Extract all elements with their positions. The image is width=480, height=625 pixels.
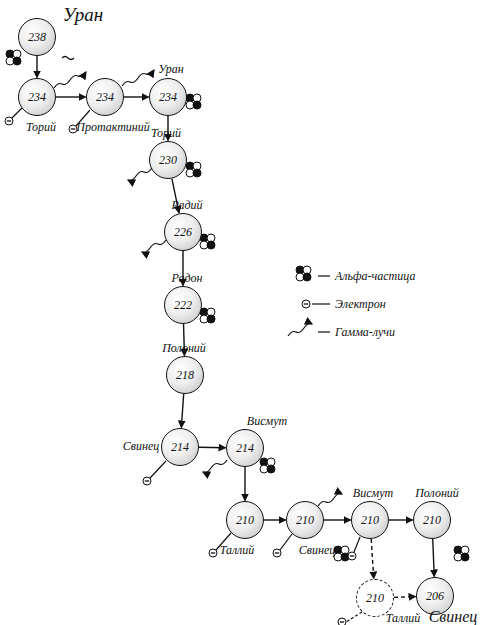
decay-arrow: [199, 447, 226, 449]
decay-arrow: [394, 596, 416, 598]
element-name: Протактиний: [76, 120, 150, 135]
isotope-circle: 210Таллий: [356, 579, 394, 617]
mass-number: 218: [167, 357, 203, 393]
isotope-circle: 234Уран: [149, 78, 187, 116]
mass-number: 230: [150, 142, 186, 178]
decay-arrow: [264, 519, 286, 520]
mass-number: 214: [227, 430, 263, 466]
element-name: Радон: [172, 271, 203, 286]
mass-number: 214: [162, 429, 198, 465]
mass-number: 222: [165, 287, 201, 323]
mass-number: 210: [287, 502, 323, 538]
element-name: Радий: [172, 198, 203, 213]
legend-text: Гамма-лучи: [335, 325, 395, 340]
element-name: Уран: [158, 62, 184, 77]
decay-arrow: [124, 96, 149, 97]
element-name: Уран: [63, 4, 103, 26]
element-name: Свинец: [123, 439, 160, 454]
isotope-circle: 230Торий: [149, 141, 187, 179]
element-name: Свинец: [299, 543, 336, 558]
element-name: Таллий: [386, 611, 421, 625]
element-name: Торий: [26, 120, 56, 135]
isotope-circle: 234Торий: [18, 78, 56, 116]
isotope-circle: 214Висмут: [226, 429, 264, 467]
isotope-circle: 206Свинец: [416, 577, 454, 615]
element-name: Полоний: [162, 341, 206, 356]
isotope-circle: 222Радон: [164, 286, 202, 324]
isotope-circle: 214Свинец: [161, 428, 199, 466]
element-name: Полоний: [415, 486, 459, 501]
decay-arrow: [371, 539, 374, 579]
element-name: Свинец: [429, 608, 478, 625]
mass-number: 210: [227, 502, 263, 538]
mass-number: 210: [414, 502, 450, 538]
mass-number: 210: [352, 502, 388, 538]
legend-text: Электрон: [335, 297, 386, 312]
isotope-circle: 210Таллий: [226, 501, 264, 539]
isotope-circle: 210Висмут: [351, 501, 389, 539]
isotope-circle: 226Радий: [164, 213, 202, 251]
mass-number: 226: [165, 214, 201, 250]
element-name: Торий: [151, 126, 181, 141]
decay-arrow: [56, 96, 86, 97]
element-name: Таллий: [220, 543, 255, 558]
decay-arrow: [324, 519, 351, 520]
isotope-circle: 210Полоний: [413, 501, 451, 539]
mass-number: 234: [19, 79, 55, 115]
isotope-circle: 238Уран: [18, 18, 56, 56]
mass-number: 234: [150, 79, 186, 115]
decay-arrow: [36, 56, 37, 78]
element-name: Висмут: [353, 486, 393, 501]
isotope-circle: 210Свинец: [286, 501, 324, 539]
legend-text: Альфа-частица: [335, 269, 415, 284]
decay-arrow: [389, 519, 413, 520]
mass-number: 238: [19, 19, 55, 55]
element-name: Висмут: [247, 414, 287, 429]
decay-arrow: [433, 539, 434, 577]
isotope-circle: 218Полоний: [166, 356, 204, 394]
decay-arrow: [244, 467, 245, 501]
decay-arrow: [181, 394, 183, 428]
mass-number: 234: [87, 79, 123, 115]
isotope-circle: 234Протактиний: [86, 78, 124, 116]
